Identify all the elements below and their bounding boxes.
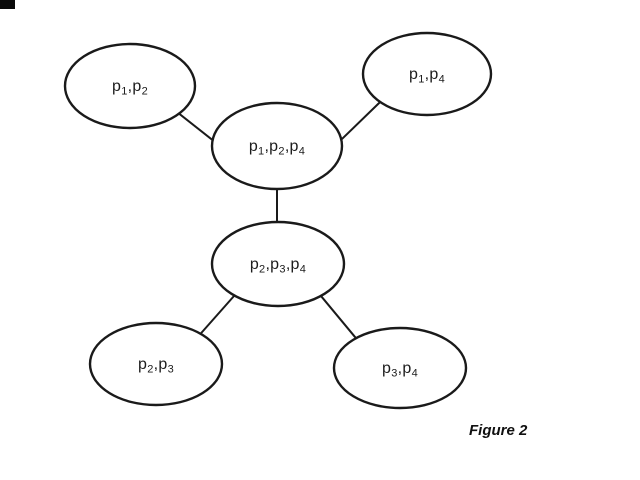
node-ellipse-p2p3p4 bbox=[210, 220, 346, 308]
node-ellipse-p3p4 bbox=[332, 326, 468, 410]
node-label-p2p3: p2,p3 bbox=[138, 356, 174, 376]
node-label-p1p2p4: p1,p2,p4 bbox=[249, 138, 305, 158]
node-label-p1p4: p1,p4 bbox=[409, 66, 445, 86]
node-label-p2p3p4: p2,p3,p4 bbox=[250, 256, 306, 276]
node-ellipse-p1p2p4 bbox=[210, 101, 344, 191]
corner-mark bbox=[0, 0, 15, 9]
edge-p1p4-p1p2p4 bbox=[335, 98, 384, 146]
node-ellipse-p1p4 bbox=[361, 31, 493, 117]
edge-p2p3p4-p2p3 bbox=[195, 287, 242, 340]
figure-caption: Figure 2 bbox=[469, 422, 528, 439]
node-ellipse-p1p2 bbox=[63, 42, 197, 130]
edge-p2p3p4-p3p4 bbox=[313, 287, 363, 346]
node-label-p1p2: p1,p2 bbox=[112, 78, 148, 98]
node-label-p3p4: p3,p4 bbox=[382, 360, 418, 380]
node-ellipse-p2p3 bbox=[88, 321, 224, 407]
